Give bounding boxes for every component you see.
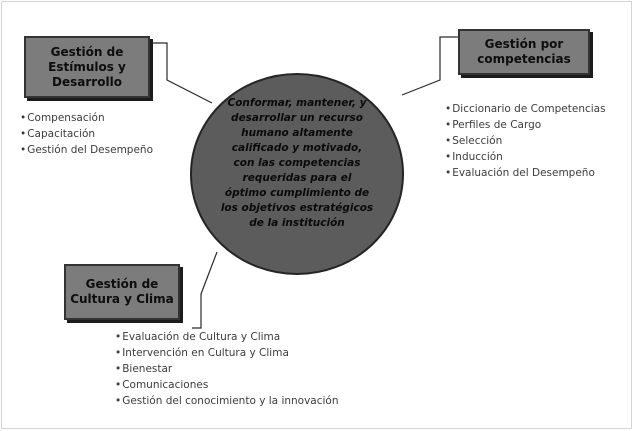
list-item: Compensación <box>20 110 153 126</box>
box-gestion-estimulos: Gestión de Estímulos y Desarrollo <box>24 36 150 98</box>
center-circle <box>190 73 404 275</box>
box-label: Gestión de <box>85 277 159 291</box>
list-item: Gestión del conocimiento y la innovación <box>115 393 338 409</box>
box-label: competencias <box>477 52 571 66</box>
center-line: requeridas para el <box>242 172 352 184</box>
center-line: los objetivos estratégicos <box>220 202 374 214</box>
connector-estimulos <box>150 42 213 104</box>
center-line: Conformar, mantener, y <box>227 97 367 109</box>
center-line: calificado y motivado, <box>231 142 363 154</box>
box-label: Gestión por <box>484 37 564 51</box>
box-gestion-competencias: Gestión por competencias <box>458 29 590 75</box>
center-line: con las competencias <box>233 157 361 169</box>
list-item: Perfiles de Cargo <box>445 117 606 133</box>
box-label: Cultura y Clima <box>70 292 174 306</box>
list-item: Capacitación <box>20 126 153 142</box>
list-competencias: Diccionario de Competencias Perfiles de … <box>445 101 606 181</box>
center-line: de la institución <box>249 217 345 229</box>
box-gestion-cultura: Gestión de Cultura y Clima <box>64 264 180 320</box>
list-item: Intervención en Cultura y Clima <box>115 345 339 361</box>
list-estimulos: Compensación Capacitación Gestión del De… <box>20 110 153 158</box>
list-item: Evaluación del Desempeño <box>445 165 606 181</box>
list-item: Inducción <box>445 149 606 165</box>
list-item: Bienestar <box>115 361 339 377</box>
list-item: Gestión del Desempeño <box>20 142 153 158</box>
center-line: humano altamente <box>241 127 353 139</box>
box-label: Gestión de <box>50 44 124 59</box>
list-item: Comunicaciones <box>115 377 339 393</box>
list-item: Diccionario de Competencias <box>445 101 605 117</box>
connector-competencias <box>401 36 458 96</box>
list-cultura: Evaluación de Cultura y Clima Intervenci… <box>115 329 339 409</box>
list-item: Selección <box>445 133 606 149</box>
center-line: desarrollar un recurso <box>231 112 363 124</box>
connector-cultura <box>192 251 218 329</box>
box-label: Desarrollo <box>52 74 122 89</box>
center-line: óptimo cumplimiento de <box>224 187 370 199</box>
list-item: Evaluación de Cultura y Clima <box>115 329 339 345</box>
box-label: Estímulos y <box>48 59 126 74</box>
center-statement: Conformar, mantener, y desarrollar un re… <box>205 96 389 231</box>
